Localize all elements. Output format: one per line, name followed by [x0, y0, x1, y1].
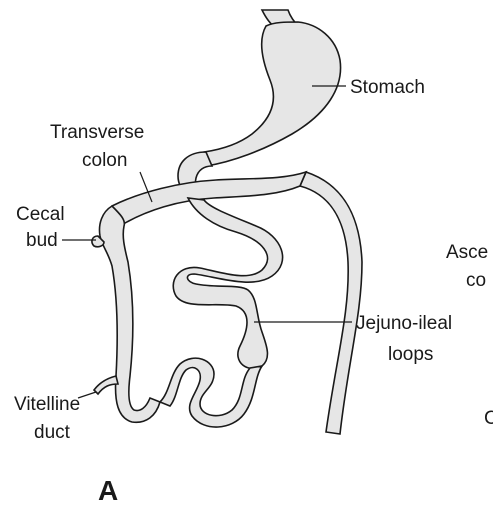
vitelline-duct — [94, 376, 118, 394]
label-cecal-bud-line1: Cecal — [16, 204, 65, 225]
panel-letter: A — [98, 475, 118, 506]
leader-vitelline-duct — [78, 392, 96, 398]
label-stomach: Stomach — [350, 77, 425, 98]
label-jejuno-ileal-line2: loops — [388, 344, 433, 365]
lower-loops — [160, 358, 262, 427]
label-transverse-colon-line1: Transverse — [50, 122, 144, 143]
label-transverse-colon-line2: colon — [82, 150, 127, 171]
label-cropped-ascending-line1: Asce — [446, 242, 488, 263]
jejuno-ileal-loops — [173, 198, 282, 369]
ascending-limb — [100, 206, 161, 422]
distal-colon — [300, 172, 362, 434]
label-vitelline-duct-line2: duct — [34, 422, 71, 443]
label-cecal-bud-line2: bud — [26, 230, 58, 251]
label-cropped-ascending-line2: co — [466, 270, 486, 291]
label-vitelline-duct-line1: Vitelline — [14, 394, 80, 415]
label-cropped-c: C — [484, 408, 493, 429]
stomach — [199, 22, 341, 166]
label-jejuno-ileal-line1: Jejuno-ileal — [356, 313, 452, 334]
